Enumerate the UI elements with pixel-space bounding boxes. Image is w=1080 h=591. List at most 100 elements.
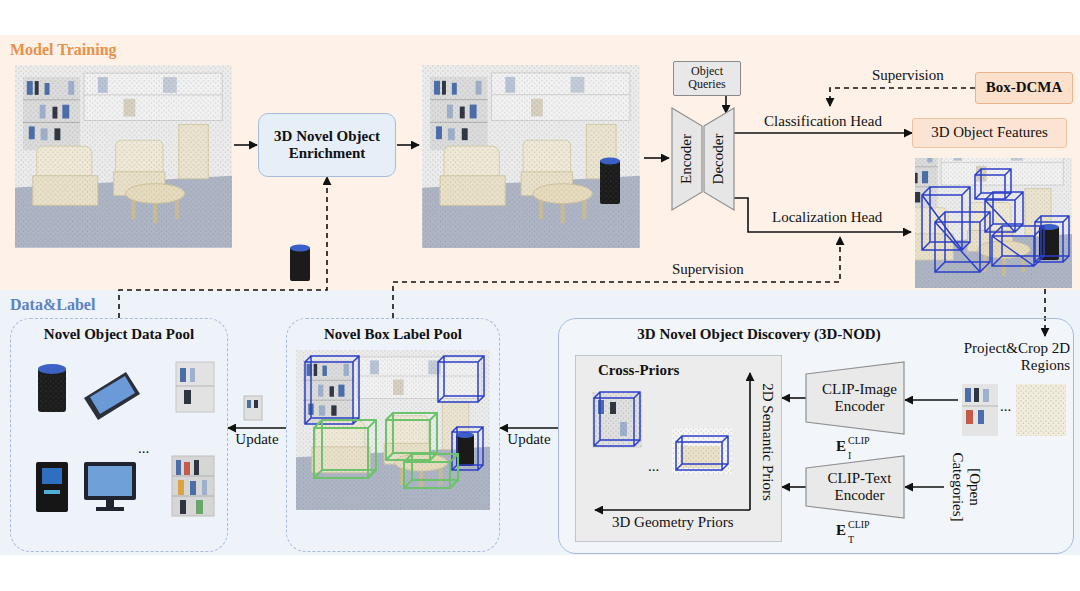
object-thumbnails	[194, 460, 199, 475]
label-pool-scene	[296, 350, 490, 510]
group-container: Novel Object Data Pool	[10, 318, 228, 552]
object-thumbnails	[190, 481, 196, 495]
cropped-regions	[962, 384, 1066, 436]
background	[575, 355, 782, 542]
object-thumbnails	[176, 362, 214, 412]
object-thumbnails	[176, 460, 181, 475]
connector	[782, 397, 806, 399]
axis-label: 3D Geometry Priors	[612, 514, 734, 531]
supervision-label: Supervision	[872, 67, 944, 84]
cropped-regions	[974, 388, 979, 402]
background	[0, 290, 1080, 555]
object-thumbnails	[180, 368, 186, 382]
supervision-label: Supervision	[672, 261, 744, 278]
trapezoid-shape	[704, 108, 734, 210]
node-text: Encoder	[678, 134, 695, 184]
node-heading: Novel Object Data Pool	[11, 326, 227, 343]
prior-thumbnails	[592, 392, 732, 474]
edge-label: Update	[235, 431, 278, 448]
cropped-regions	[966, 410, 973, 424]
node-heading: 3D Novel Object Discovery (3D-NOD)	[609, 326, 909, 343]
object-thumbnails	[44, 490, 60, 494]
cropped-regions	[962, 384, 998, 436]
object-thumbnails	[244, 396, 262, 420]
node-text: 3D Novel Object Enrichment	[267, 128, 387, 163]
enriched-scene	[600, 160, 620, 204]
process-box: Box-DCMA	[975, 72, 1073, 104]
process-box: 3D Novel Object Enrichment	[258, 113, 396, 177]
trapezoid-shape	[806, 456, 904, 518]
object-thumbnails	[38, 368, 66, 412]
supervision-arrows	[1044, 289, 1046, 336]
object-thumbnails	[247, 400, 251, 408]
object-thumbnails	[172, 496, 214, 497]
object-thumbnails	[38, 368, 66, 412]
small-trash-can	[290, 247, 310, 281]
encoder-trapezoid: CLIP-Text Encoder	[806, 456, 904, 518]
flow-arrows	[595, 509, 750, 511]
object-thumbnails	[36, 362, 262, 516]
object-thumbnails	[172, 456, 214, 516]
label-pool-scene	[438, 356, 484, 402]
detected-scene	[1035, 216, 1069, 262]
detected-scene	[880, 136, 1072, 297]
label-pool-scene	[296, 350, 490, 510]
input-scene	[15, 65, 232, 247]
node-text: Decoder	[710, 134, 727, 185]
label-pool-scene	[456, 432, 474, 438]
process-box: 3D Object Features	[912, 118, 1067, 148]
small-trash-can	[290, 245, 310, 252]
label-pool-scene	[452, 427, 483, 470]
flow-arrows	[905, 486, 944, 488]
detected-scene	[922, 169, 1069, 272]
ellipsis: ...	[138, 440, 149, 457]
trapezoid-shape	[672, 108, 702, 210]
object-thumbnails	[178, 480, 184, 495]
cropped-regions	[962, 406, 998, 407]
flow-arrows	[234, 144, 257, 146]
enriched-scene	[600, 160, 620, 204]
flow-arrows	[397, 144, 419, 146]
object-thumbnails	[88, 466, 132, 496]
stage-band: Data&LabelNovel Object Data PoolNovel Bo…	[0, 290, 1080, 555]
enriched-scene	[422, 65, 640, 248]
object-thumbnails	[176, 386, 214, 387]
connector	[500, 427, 558, 429]
prior-thumbnails	[594, 392, 640, 446]
label-pool-scene	[404, 454, 458, 488]
prior-thumbnails	[592, 392, 642, 448]
step-label: Project&Crop 2D Regions	[940, 340, 1070, 375]
ellipsis: ...	[648, 458, 659, 475]
object-thumbnails	[36, 462, 68, 512]
connector	[228, 427, 286, 429]
object-thumbnails	[42, 468, 62, 484]
enriched-scene	[422, 65, 640, 248]
object-thumbnails	[202, 480, 207, 495]
flow-arrows	[234, 145, 958, 510]
detected-scene	[880, 136, 1072, 297]
object-thumbnails	[184, 462, 190, 475]
input-label: [Open Categories]	[949, 446, 984, 528]
detected-scene	[975, 169, 1011, 199]
edge-label: Update	[507, 431, 550, 448]
symbol-label: E	[836, 438, 846, 455]
object-thumbnails	[254, 400, 258, 408]
small-trash-can	[290, 245, 310, 282]
label-pool-scene	[314, 413, 458, 488]
superscript-label: CLIP	[848, 435, 870, 446]
object-thumbnails	[196, 500, 203, 514]
prior-thumbnails	[676, 436, 728, 470]
object-thumbnails	[84, 462, 136, 500]
connector	[734, 132, 912, 134]
connector	[119, 177, 327, 318]
label-pool-scene	[314, 420, 376, 478]
object-thumbnails	[180, 500, 186, 514]
process-box: Object Queries	[673, 61, 741, 96]
label-pool-scene	[305, 356, 359, 424]
object-thumbnails	[96, 507, 124, 511]
cropped-regions	[1016, 384, 1066, 436]
object-thumbnails	[190, 368, 195, 382]
node-text: Box-DCMA	[986, 79, 1063, 96]
cropped-regions	[983, 389, 989, 402]
